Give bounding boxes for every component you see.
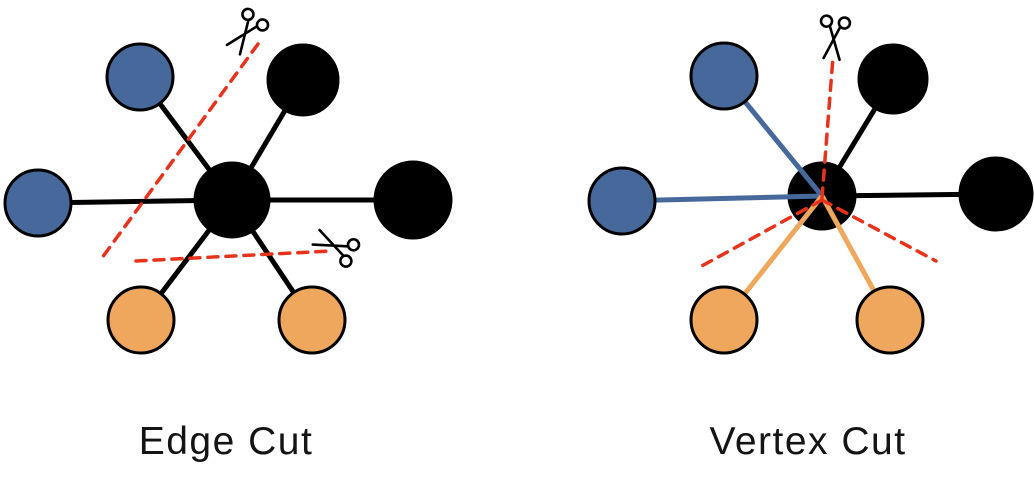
scissors-blade — [311, 243, 349, 248]
vertex-cut-label: Vertex Cut — [709, 420, 907, 463]
scissors-blade — [225, 25, 258, 47]
graph-node-bottom-left — [106, 285, 176, 355]
graph-node-top-left — [689, 41, 759, 111]
cut-line — [134, 249, 333, 263]
cut-line — [820, 198, 938, 263]
cut-line — [698, 198, 824, 269]
graph-node-left — [3, 168, 73, 238]
scissors-icon — [311, 228, 361, 268]
edge-cut-diagram — [3, 7, 453, 355]
graph-node-bottom-left — [689, 285, 759, 355]
graph-node-bottom-right — [277, 285, 347, 355]
scissors-blade — [828, 25, 841, 62]
scissors-handle — [837, 16, 852, 30]
scissors-icon — [819, 14, 852, 62]
graph-node-right — [958, 156, 1034, 232]
center-vertex — [193, 161, 271, 239]
scissors-blade — [318, 228, 345, 257]
vertex-cut-diagram — [587, 14, 1034, 355]
scissors-handle — [819, 14, 834, 28]
graph-node-bottom-right — [855, 285, 925, 355]
cut-line — [820, 55, 835, 200]
graph-node-left — [587, 166, 657, 236]
scissors-handle — [339, 254, 353, 268]
scissors-icon — [225, 7, 270, 56]
scissors-blade — [238, 19, 250, 56]
graph-node-top-right — [857, 43, 929, 115]
cut-line — [97, 42, 260, 264]
scissors-handle — [241, 7, 255, 22]
scissors-handle — [255, 18, 270, 32]
graph-node-top-right — [266, 43, 340, 117]
graph-node-top-left — [105, 42, 175, 112]
scissors-handle — [346, 237, 361, 252]
graph-node-right — [373, 160, 453, 240]
edge-cut-label: Edge Cut — [138, 420, 314, 463]
scissors-blade — [822, 26, 842, 60]
